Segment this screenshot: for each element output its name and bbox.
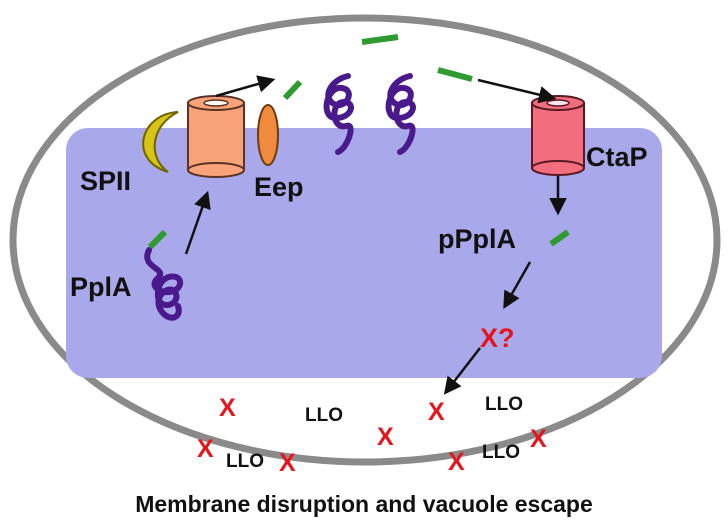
x-mark: X [279, 449, 296, 477]
label-spii: SPII [80, 166, 131, 196]
caption: Membrane disruption and vacuole escape [135, 491, 593, 517]
llo-label: LLO [482, 442, 520, 463]
ctap-cylinder-icon [531, 95, 585, 176]
protein-coil-icon [144, 247, 184, 321]
x-mark: X [448, 448, 465, 476]
protein-coil-icon [385, 73, 416, 155]
peptides [147, 34, 570, 250]
protein-coils [144, 73, 416, 321]
eep-ellipse-icon [257, 104, 279, 166]
x-mark: X [219, 394, 236, 422]
llo-label: LLO [485, 394, 523, 415]
arrow-translocon-to-secretion [215, 75, 276, 98]
peptide-bar-icon [437, 67, 473, 82]
label-ctap: CtaP [586, 142, 648, 172]
llo-label: LLO [305, 405, 343, 426]
x-mark: X [530, 425, 547, 453]
peptide-bar-icon [361, 34, 399, 45]
protein-coil-icon [323, 73, 354, 155]
llo-label: LLO [226, 451, 264, 472]
translocon-cylinder-icon [187, 95, 245, 178]
label-ppla: PplA [70, 272, 132, 302]
x-mark: X [197, 435, 214, 463]
label-eep: Eep [254, 172, 304, 202]
x-mark: X [377, 423, 394, 451]
peptide-bar-icon [147, 229, 168, 250]
peptide-bar-icon [549, 229, 570, 247]
arrow-pppla-to-x [503, 261, 532, 310]
label-unknown-factor: X? [480, 323, 515, 353]
spii-crescent-icon [142, 111, 179, 173]
x-mark: X [428, 398, 445, 426]
label-pppla: pPplA [438, 224, 516, 254]
arrow-peptide-to-ctap [477, 78, 557, 104]
arrow-ppla-to-translocon [184, 190, 211, 255]
pathway-arrows [184, 75, 567, 395]
arrow-x-to-membrane [443, 347, 481, 395]
bacterial-cell [66, 128, 662, 378]
peptide-bar-icon [282, 79, 303, 101]
